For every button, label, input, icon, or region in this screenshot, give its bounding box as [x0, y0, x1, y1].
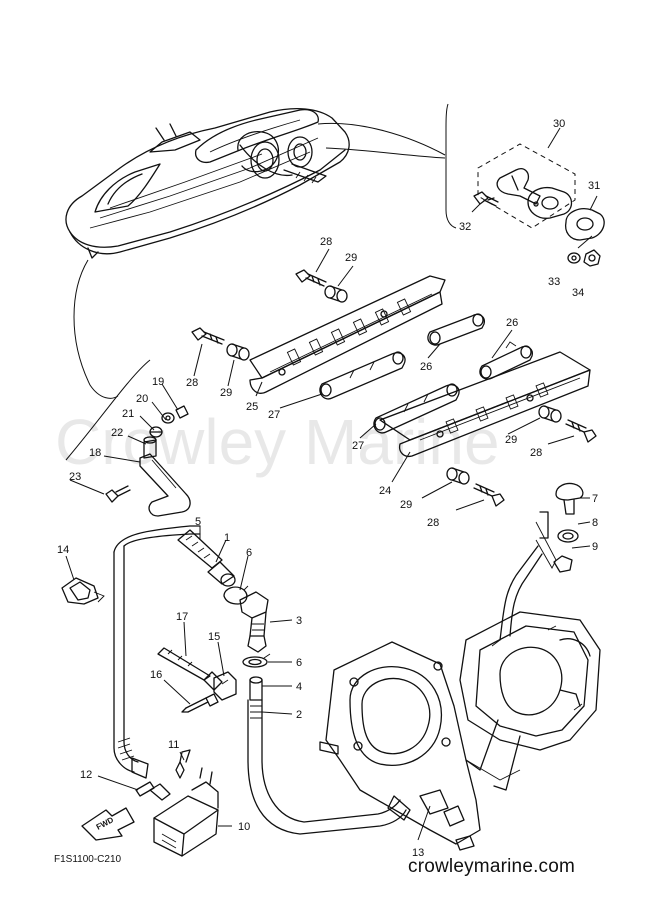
fwd-arrow: FWD: [81, 807, 135, 841]
callout-34: 34: [572, 287, 584, 299]
hose-1: [177, 529, 236, 587]
callout-28d: 28: [427, 517, 439, 529]
callout-21: 21: [122, 408, 134, 420]
callout-29b: 29: [220, 387, 232, 399]
callout-26a: 26: [506, 317, 518, 329]
callout-22: 22: [111, 427, 123, 439]
callout-33: 33: [548, 276, 560, 288]
bolt-28-d: [473, 483, 505, 507]
bolt-28-b: [191, 327, 225, 345]
callout-26b: 26: [420, 361, 432, 373]
fwd-label: FWD: [95, 815, 116, 832]
callout-leaders: [65, 248, 591, 841]
bracket-14: [61, 577, 105, 605]
rail-25: [249, 275, 446, 394]
callout-28b: 28: [186, 377, 198, 389]
callout-23: 23: [69, 471, 81, 483]
clamp-6-lower: [242, 653, 271, 668]
callout-6b: 6: [296, 657, 302, 669]
callout-10: 10: [238, 821, 250, 833]
callout-29c: 29: [505, 434, 517, 446]
callout-6a: 6: [246, 547, 252, 559]
callout-7: 7: [592, 493, 598, 505]
callout-16: 16: [150, 669, 162, 681]
callout-31: 31: [588, 180, 600, 192]
callout-14: 14: [57, 544, 69, 556]
hooks-bracket-line: [65, 359, 151, 461]
handle-27-upper: [319, 351, 406, 400]
tie-band-17: [157, 647, 223, 691]
bolt-28-c: [565, 419, 597, 443]
callout-27b: 27: [352, 440, 364, 452]
callout-2: 2: [296, 709, 302, 721]
callout-29d: 29: [400, 499, 412, 511]
screw-11: [175, 749, 191, 779]
callout-9: 9: [592, 541, 598, 553]
rail-24: [379, 351, 591, 458]
watercraft-overview: [65, 108, 446, 259]
collar-29-a: [324, 285, 348, 303]
pump-housing-13: [319, 545, 601, 851]
collar-29-c: [538, 405, 562, 423]
watermark-text: Crowley Marine: [55, 406, 500, 478]
callout-13: 13: [412, 847, 424, 859]
clip-15: [213, 671, 237, 701]
bracket-group-30-34: [445, 103, 605, 267]
handle-27-lower: [373, 383, 460, 434]
box-10: [149, 767, 219, 857]
callout-30: 30: [553, 118, 565, 130]
callout-28a: 28: [320, 236, 332, 248]
rivet-12: [135, 781, 155, 797]
callout-1: 1: [224, 532, 230, 544]
callout-32: 32: [459, 221, 471, 233]
callout-18: 18: [89, 447, 101, 459]
callout-25: 25: [246, 401, 258, 413]
callout-17: 17: [176, 611, 188, 623]
callout-19: 19: [152, 376, 164, 388]
callout-5: 5: [195, 516, 201, 528]
callout-29a: 29: [345, 252, 357, 264]
callout-20: 20: [136, 393, 148, 405]
handle-26-upper: [427, 313, 485, 346]
fitting-3: [239, 591, 269, 653]
clamp-6-upper: [223, 585, 249, 605]
leader-vessel-to-hooks: [73, 259, 119, 399]
collar-29-b: [226, 343, 250, 361]
cap-7-8-9: [535, 482, 584, 573]
callout-28c: 28: [530, 447, 542, 459]
callout-27a: 27: [268, 409, 280, 421]
callout-11: 11: [168, 739, 179, 751]
callout-15: 15: [208, 631, 220, 643]
callout-24: 24: [379, 485, 391, 497]
bolt-28-a: [295, 269, 327, 287]
collar-29-d: [446, 467, 470, 485]
hose-2-and-4: [247, 676, 411, 835]
callout-4: 4: [296, 681, 302, 693]
handle-26-lower: [479, 341, 533, 380]
screw-16: [181, 693, 219, 713]
site-name: crowleymarine.com: [408, 856, 576, 877]
callout-numbers: 30 31 32 33 34 28 29 26 26 28 29 25 27 2…: [57, 118, 600, 859]
hook-group-18-23: [105, 405, 191, 517]
callout-8: 8: [592, 517, 598, 529]
hose-5: [113, 525, 201, 779]
diagram-code: F1S1100-C210: [54, 854, 122, 865]
callout-3: 3: [296, 615, 302, 627]
callout-12: 12: [80, 769, 92, 781]
